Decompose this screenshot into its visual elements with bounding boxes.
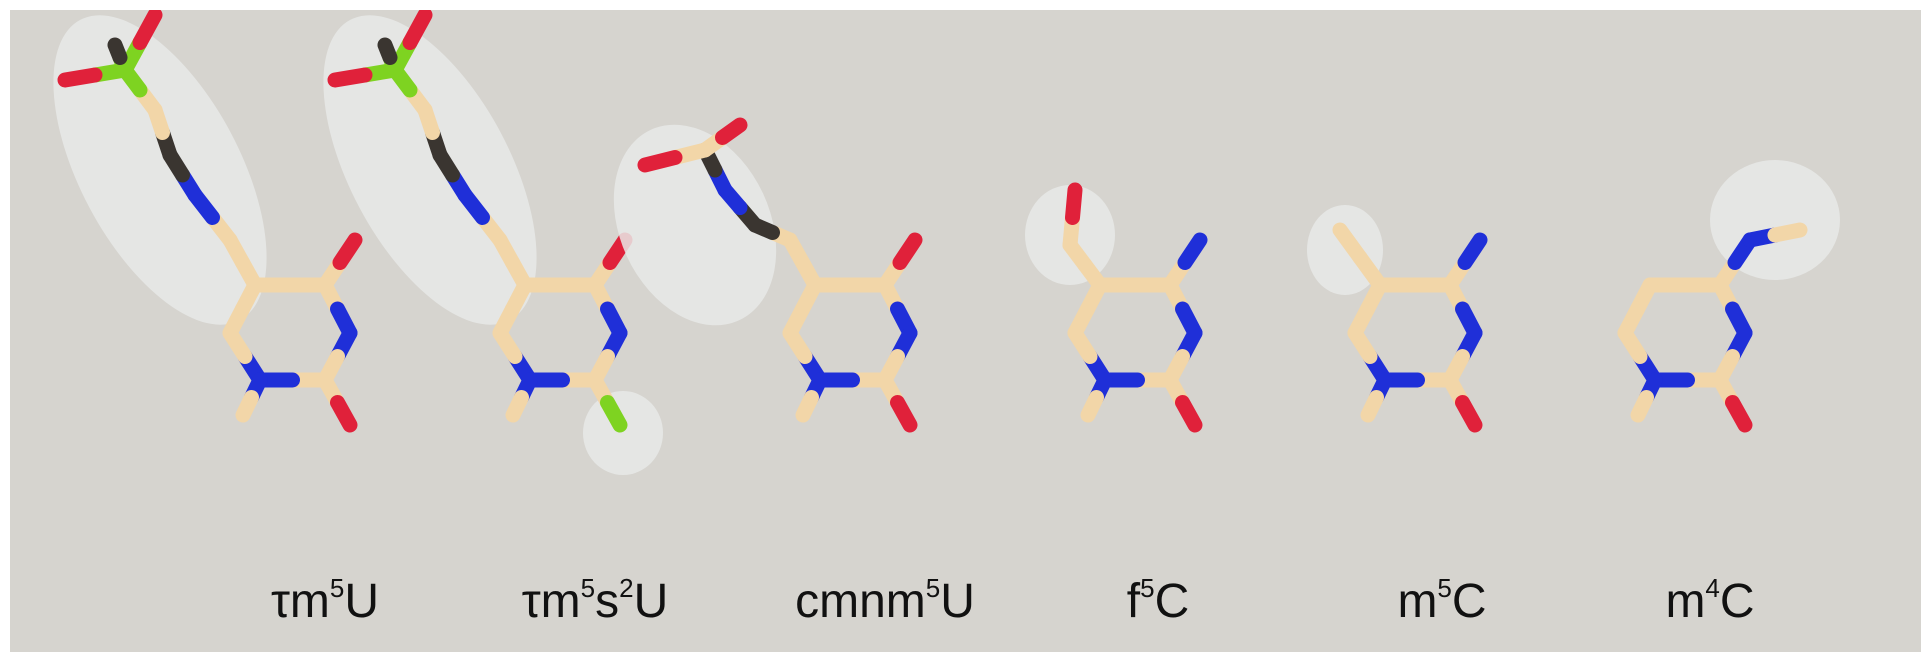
label-sup: 5 (1437, 573, 1452, 603)
label-sup: 2 (619, 573, 634, 603)
sulfonyl-bond (132, 10, 163, 50)
label-text: τm (521, 575, 581, 628)
carbonyl-bond (1455, 395, 1483, 433)
formyl-bond (1065, 182, 1083, 225)
label-tau-m5s2u: τm5s2U (521, 575, 669, 628)
sulfonyl-bond (327, 67, 373, 88)
label-text: C (1154, 575, 1190, 628)
molecule-scene (53, 10, 1840, 475)
amino-bond (1177, 232, 1208, 270)
molecule-f5C (1025, 182, 1208, 433)
methyl-bond (1767, 222, 1808, 243)
sulfonyl-bond (107, 37, 128, 65)
label-text: C (1719, 575, 1755, 628)
sulfonyl-bond (402, 10, 433, 50)
thio-bond (600, 395, 628, 433)
carbonyl-bond (332, 232, 363, 270)
label-text: U (344, 575, 380, 628)
amino-bond (1457, 232, 1488, 270)
label-text: m (1397, 575, 1438, 628)
label-text: m (1665, 575, 1706, 628)
modification-halo (323, 15, 537, 325)
label-cmnm5u: cmnm5U (795, 575, 975, 628)
glycosidic-bond (1630, 390, 1654, 423)
figure-panel: τm5U τm5s2U cmnm5U f5C m5C m4C (10, 10, 1921, 652)
molecule-tau-m5s2U (323, 10, 663, 475)
label-tau-m5u: τm5U (270, 575, 380, 628)
label-text: U (633, 575, 669, 628)
modification-halo (53, 15, 267, 325)
label-text: C (1451, 575, 1487, 628)
carbonyl-bond (1725, 395, 1753, 433)
sulfonyl-bond (377, 37, 398, 65)
glycosidic-bond (235, 390, 259, 423)
modification-halo (583, 391, 663, 475)
label-text: s (595, 575, 620, 628)
carboxyl-bond (715, 117, 748, 145)
glycosidic-bond (1080, 390, 1104, 423)
sulfonyl-bond (57, 67, 103, 88)
label-f5c: f5C (1126, 575, 1190, 628)
label-text: cmnm (795, 575, 926, 628)
glycosidic-bond (1360, 390, 1384, 423)
carboxyl-bond (637, 150, 683, 173)
glycosidic-bond (795, 390, 819, 423)
carbonyl-bond (890, 395, 918, 433)
label-sup: 5 (1140, 573, 1155, 603)
carbonyl-bond (1175, 395, 1203, 433)
label-m4c: m4C (1665, 575, 1755, 628)
label-sup: 5 (580, 573, 596, 603)
label-sup: 4 (1705, 573, 1720, 603)
ring-bond (1630, 277, 1658, 317)
molecule-m5C (1307, 205, 1488, 433)
label-text: τm (270, 575, 330, 628)
carbonyl-bond (892, 232, 923, 270)
label-sup: 5 (329, 573, 345, 603)
modification-halo (613, 124, 777, 326)
glycosidic-bond (505, 390, 529, 423)
molecule-m4C (1617, 160, 1840, 433)
label-sup: 5 (925, 573, 941, 603)
label-m5c: m5C (1397, 575, 1487, 628)
molecule-tau-m5U (53, 10, 363, 433)
label-text: U (940, 575, 975, 628)
carbonyl-bond (330, 395, 358, 433)
label-text: f (1126, 575, 1141, 628)
molecule-cmnm5U (613, 117, 923, 433)
methyl-bond (1332, 222, 1368, 265)
